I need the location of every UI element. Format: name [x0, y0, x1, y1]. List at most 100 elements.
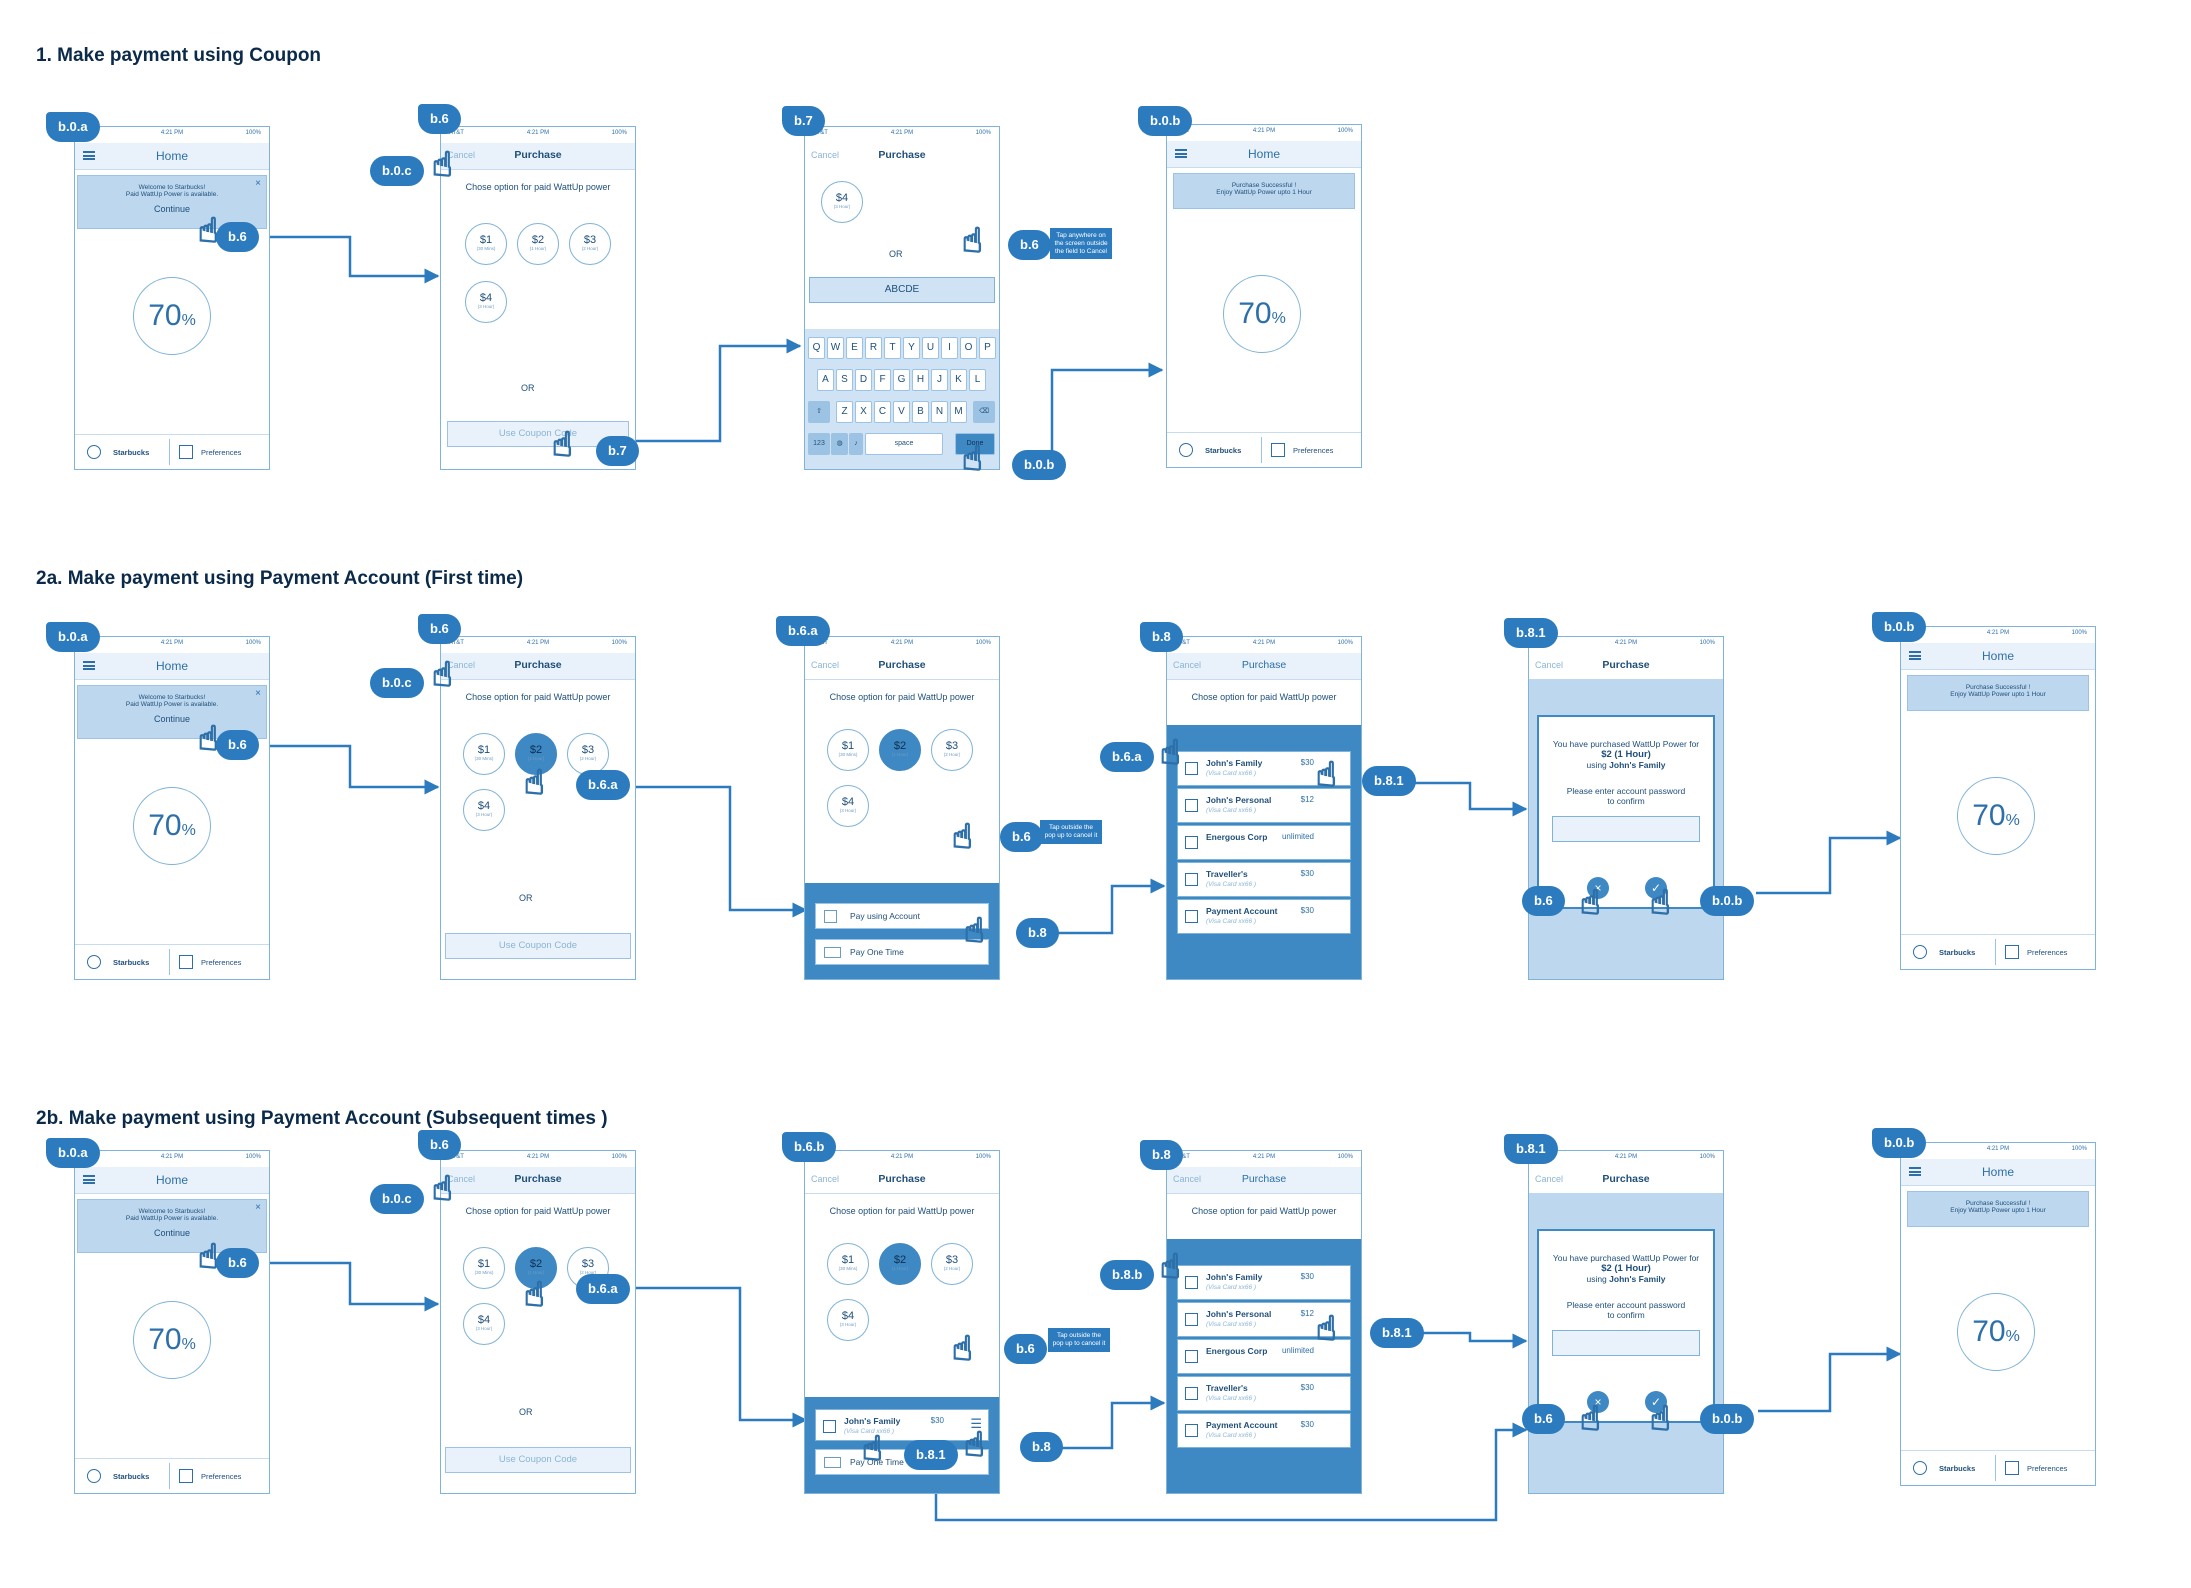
key-r[interactable]: R: [865, 337, 882, 359]
tab-preferences[interactable]: Preferences: [201, 448, 242, 457]
key-e[interactable]: E: [846, 337, 863, 359]
key-a[interactable]: A: [817, 369, 834, 391]
pay-one-time-button[interactable]: Pay One Time: [815, 1449, 989, 1475]
key-s[interactable]: S: [836, 369, 853, 391]
option-4[interactable]: $4(3 Hour): [465, 281, 507, 323]
cancel-button[interactable]: Cancel: [447, 150, 476, 160]
option-1[interactable]: $1(30 Mins): [465, 223, 507, 265]
menu-icon[interactable]: [83, 151, 95, 160]
option-4[interactable]: $4(3 Hour): [821, 181, 863, 223]
key-x[interactable]: X: [855, 401, 872, 423]
key-u[interactable]: U: [922, 337, 939, 359]
cancel-button[interactable]: Cancel: [447, 660, 476, 670]
option-3[interactable]: $3(2 Hour): [569, 223, 611, 265]
continue-button[interactable]: Continue: [153, 1228, 191, 1238]
cancel-icon[interactable]: ×: [1587, 1391, 1609, 1413]
globe-key-icon[interactable]: ◍: [831, 433, 848, 455]
key-f[interactable]: F: [874, 369, 891, 391]
key-o[interactable]: O: [960, 337, 977, 359]
shift-key-icon[interactable]: ⇧: [808, 401, 830, 423]
menu-icon[interactable]: [83, 661, 95, 670]
tab-starbucks[interactable]: Starbucks: [113, 1472, 150, 1481]
tab-starbucks[interactable]: Starbucks: [1205, 446, 1242, 455]
option-4[interactable]: $4(3 Hour): [827, 1299, 869, 1341]
close-icon[interactable]: ×: [255, 178, 261, 189]
use-coupon-button[interactable]: Use Coupon Code: [445, 1447, 631, 1473]
tab-starbucks[interactable]: Starbucks: [113, 958, 150, 967]
key-w[interactable]: W: [827, 337, 844, 359]
account-row[interactable]: John's Personal(Visa Card xx66 )$12: [1177, 788, 1351, 823]
option-4[interactable]: $4(3 Hour): [463, 789, 505, 831]
tab-starbucks[interactable]: Starbucks: [113, 448, 150, 457]
key-z[interactable]: Z: [836, 401, 853, 423]
cancel-button[interactable]: Cancel: [1535, 1174, 1564, 1184]
menu-icon[interactable]: [1175, 149, 1187, 158]
account-row[interactable]: John's Personal(Visa Card xx66 )$12: [1177, 1302, 1351, 1337]
account-row[interactable]: Traveller's(Visa Card xx66 )$30: [1177, 862, 1351, 897]
key-c[interactable]: C: [874, 401, 891, 423]
mic-key-icon[interactable]: ♪: [849, 433, 863, 455]
cancel-button[interactable]: Cancel: [1173, 660, 1202, 670]
saved-account-row[interactable]: John's Family(Visa Card xx66 )$30☰: [815, 1409, 989, 1441]
list-icon[interactable]: ☰: [970, 1416, 982, 1431]
cancel-button[interactable]: Cancel: [811, 660, 840, 670]
cancel-button[interactable]: Cancel: [811, 150, 840, 160]
option-2-selected[interactable]: $2(1 Hour): [879, 729, 921, 771]
tab-preferences[interactable]: Preferences: [201, 1472, 242, 1481]
key-m[interactable]: M: [950, 401, 967, 423]
cancel-icon[interactable]: ×: [1587, 877, 1609, 899]
menu-icon[interactable]: [1909, 651, 1921, 660]
menu-icon[interactable]: [1909, 1167, 1921, 1176]
key-d[interactable]: D: [855, 369, 872, 391]
account-row[interactable]: John's Family(Visa Card xx66 )$30: [1177, 1265, 1351, 1300]
key-h[interactable]: H: [912, 369, 929, 391]
key-v[interactable]: V: [893, 401, 910, 423]
key-l[interactable]: L: [969, 369, 986, 391]
menu-icon[interactable]: [83, 1175, 95, 1184]
account-row[interactable]: Payment Account(Visa Card xx66 )$30: [1177, 1413, 1351, 1448]
use-coupon-button[interactable]: Use Coupon Code: [445, 933, 631, 959]
space-key[interactable]: space: [865, 433, 943, 455]
pay-using-account-button[interactable]: Pay using Account: [815, 903, 989, 929]
tab-preferences[interactable]: Preferences: [2027, 948, 2068, 957]
numbers-key[interactable]: 123: [808, 433, 830, 455]
account-row[interactable]: John's Family(Visa Card xx66 )$30: [1177, 751, 1351, 786]
tab-preferences[interactable]: Preferences: [1293, 446, 1334, 455]
coupon-code-input[interactable]: ABCDE: [809, 277, 995, 303]
option-1[interactable]: $1(30 Mins): [827, 1243, 869, 1285]
cancel-button[interactable]: Cancel: [447, 1174, 476, 1184]
password-input[interactable]: [1551, 1330, 1701, 1356]
pay-one-time-button[interactable]: Pay One Time: [815, 939, 989, 965]
option-2[interactable]: $2(1 Hour): [517, 223, 559, 265]
account-row[interactable]: Traveller's(Visa Card xx66 )$30: [1177, 1376, 1351, 1411]
close-icon[interactable]: ×: [255, 688, 261, 699]
confirm-check-icon[interactable]: ✓: [1645, 1391, 1667, 1413]
key-j[interactable]: J: [931, 369, 948, 391]
tab-starbucks[interactable]: Starbucks: [1939, 948, 1976, 957]
backspace-key-icon[interactable]: ⌫: [973, 401, 995, 423]
cancel-button[interactable]: Cancel: [1173, 1174, 1202, 1184]
continue-button[interactable]: Continue: [153, 714, 191, 724]
key-q[interactable]: Q: [808, 337, 825, 359]
close-icon[interactable]: ×: [255, 1202, 261, 1213]
option-1[interactable]: $1(30 Mins): [463, 1247, 505, 1289]
option-4[interactable]: $4(3 Hour): [463, 1303, 505, 1345]
key-n[interactable]: N: [931, 401, 948, 423]
key-y[interactable]: Y: [903, 337, 920, 359]
option-3[interactable]: $3(2 Hour): [567, 733, 609, 775]
tab-preferences[interactable]: Preferences: [2027, 1464, 2068, 1473]
option-3[interactable]: $3(2 Hour): [931, 1243, 973, 1285]
option-2-selected[interactable]: $2(1 Hour): [515, 1247, 557, 1289]
option-2-selected[interactable]: $2(1 Hour): [515, 733, 557, 775]
password-input[interactable]: [1551, 816, 1701, 842]
key-t[interactable]: T: [884, 337, 901, 359]
tab-preferences[interactable]: Preferences: [201, 958, 242, 967]
key-g[interactable]: G: [893, 369, 910, 391]
option-3[interactable]: $3(2 Hour): [931, 729, 973, 771]
cancel-button[interactable]: Cancel: [811, 1174, 840, 1184]
key-k[interactable]: K: [950, 369, 967, 391]
confirm-check-icon[interactable]: ✓: [1645, 877, 1667, 899]
option-1[interactable]: $1(30 Mins): [463, 733, 505, 775]
